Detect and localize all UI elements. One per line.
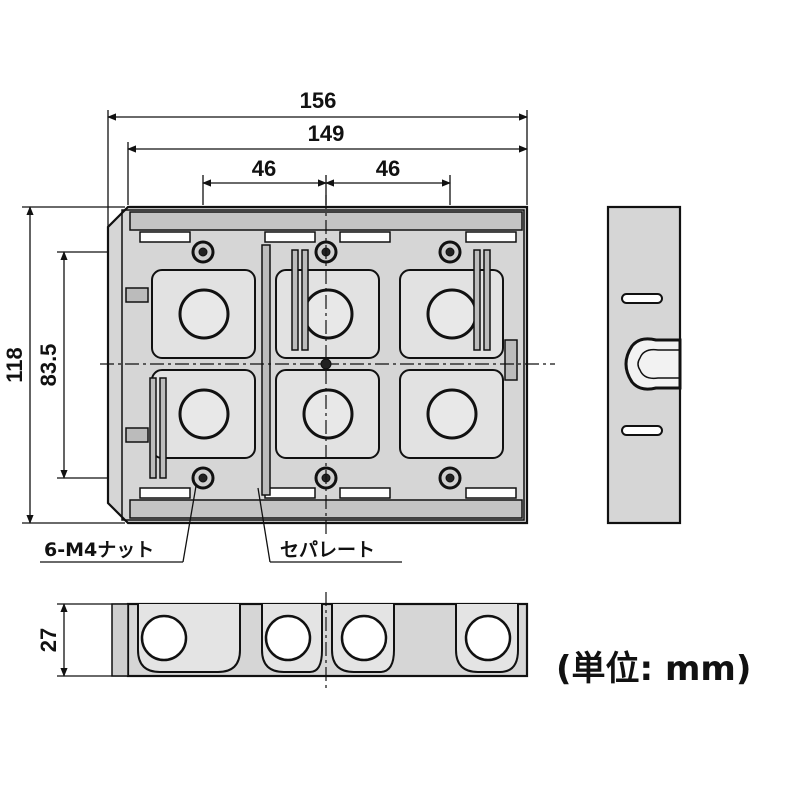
bottom-view: [111, 592, 529, 690]
dim-pitch-right: 46: [376, 156, 400, 181]
dim-overall-width: 156: [300, 88, 337, 113]
dim-mount-height: 83.5: [36, 344, 61, 387]
dim-depth: 27: [36, 628, 61, 652]
nut-callout: 6-M4ナット: [40, 485, 197, 563]
nut-label: 6-M4ナット: [44, 539, 154, 561]
dim-overall-height: 118: [2, 347, 27, 383]
dim-pitch-left: 46: [252, 156, 276, 181]
front-view: [100, 195, 555, 535]
side-view: [606, 205, 682, 525]
separator-callout: セパレート: [257, 487, 402, 563]
unit-label: (単位: mm): [556, 649, 751, 689]
separator-label: セパレート: [280, 539, 375, 561]
dim-inner-width: 149: [308, 121, 345, 146]
separators: [149, 244, 491, 496]
